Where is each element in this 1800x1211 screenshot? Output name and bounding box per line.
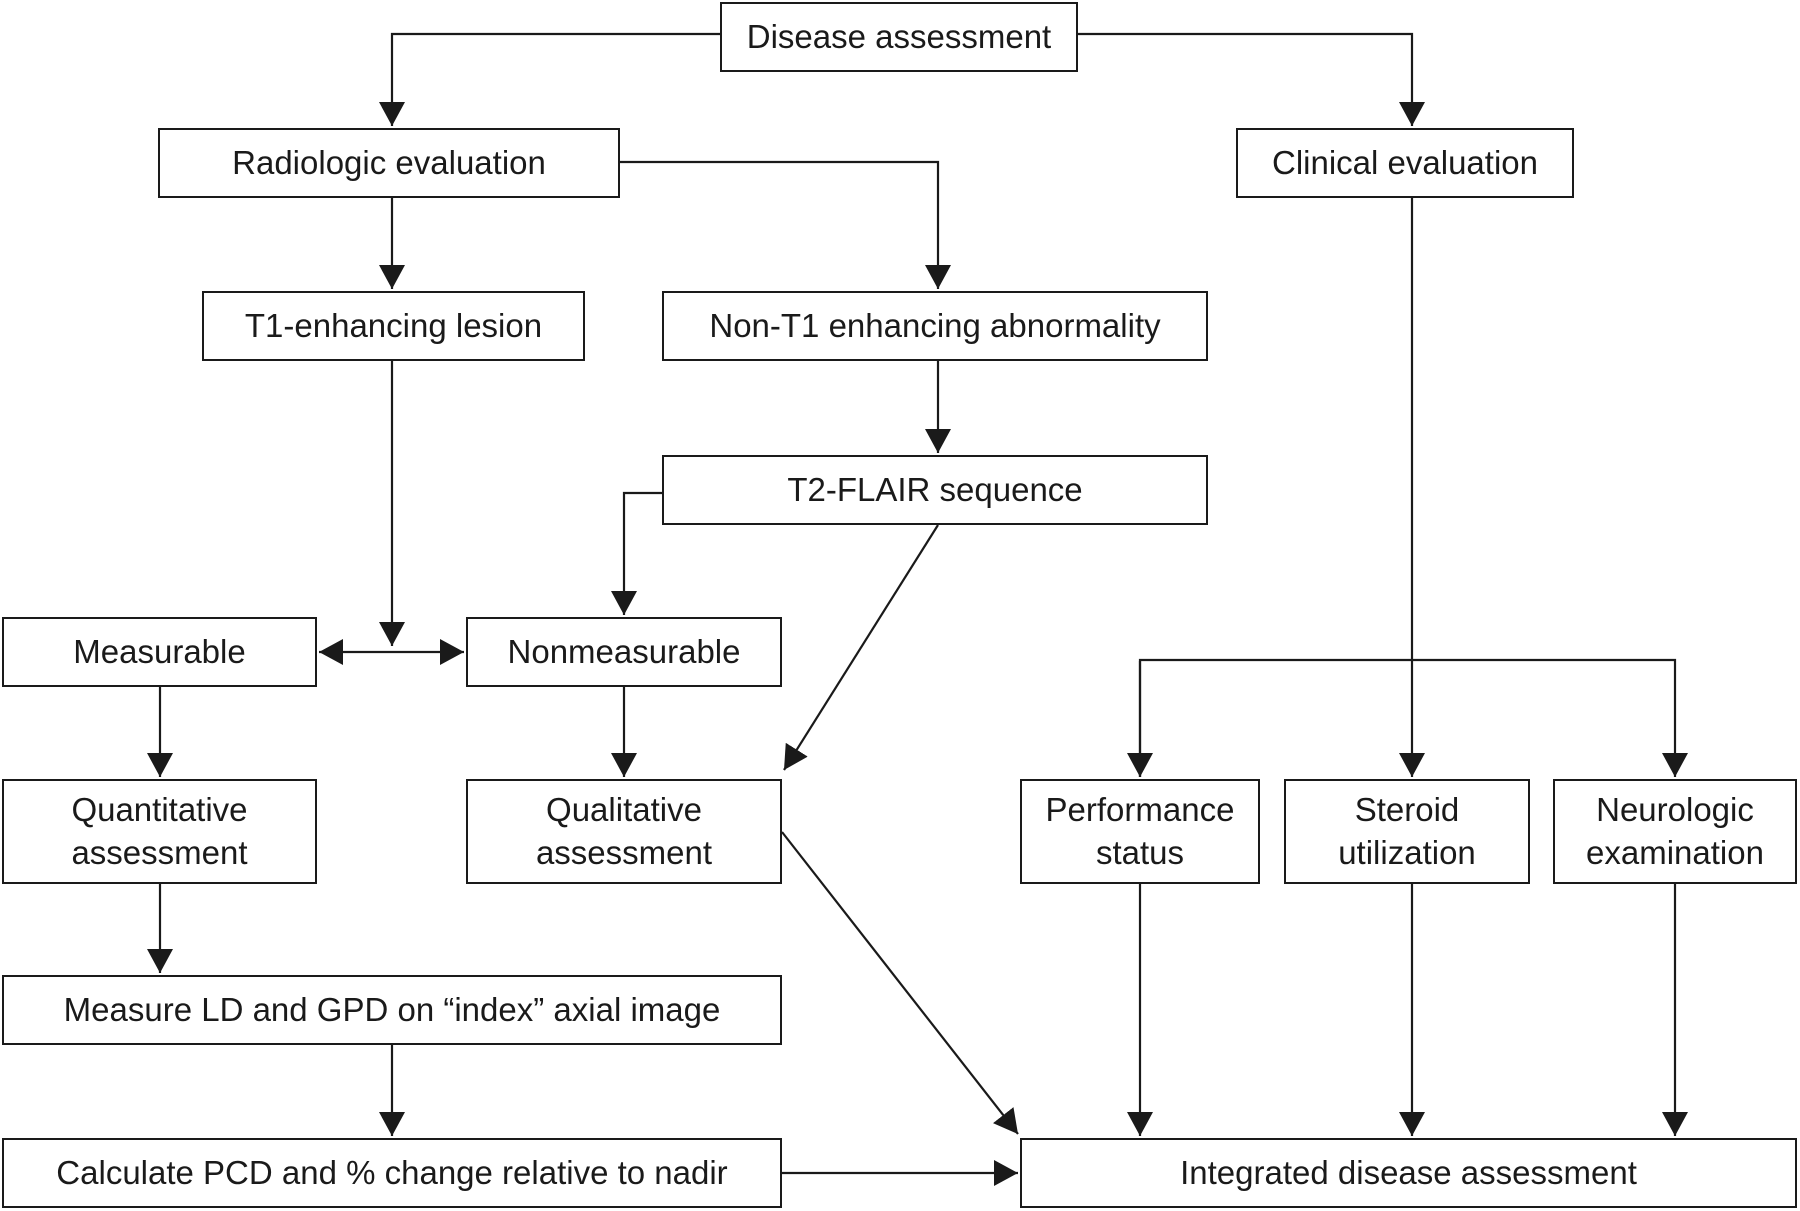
qualitative-assessment-label: Qualitative assessment <box>535 791 713 871</box>
qualitative-assessment-node: Qualitative assessment <box>466 779 782 884</box>
non-t1-enhancing-node: Non-T1 enhancing abnormality <box>662 291 1208 361</box>
neurologic-examination-label: Neurologic examination <box>1586 791 1764 871</box>
clinical-evaluation-node: Clinical evaluation <box>1236 128 1574 198</box>
quantitative-assessment-node: Quantitative assessment <box>2 779 317 884</box>
measure-ld-gpd-node: Measure LD and GPD on “index” axial imag… <box>2 975 782 1045</box>
t2-flair-node: T2-FLAIR sequence <box>662 455 1208 525</box>
t1-enhancing-lesion-node: T1-enhancing lesion <box>202 291 585 361</box>
steroid-utilization-label: Steroid utilization <box>1338 791 1476 871</box>
measurable-node: Measurable <box>2 617 317 687</box>
t1-enhancing-lesion-label: T1-enhancing lesion <box>244 306 543 344</box>
calculate-pcd-label: Calculate PCD and % change relative to n… <box>56 1153 728 1191</box>
nonmeasurable-node: Nonmeasurable <box>466 617 782 687</box>
integrated-assessment-node: Integrated disease assessment <box>1020 1138 1797 1208</box>
edge-clinical-branch <box>1138 658 1688 777</box>
edge-qualitative-to-integrated <box>781 831 1019 1135</box>
performance-status-node: Performance status <box>1020 779 1260 884</box>
measure-ld-gpd-label: Measure LD and GPD on “index” axial imag… <box>63 990 721 1028</box>
neurologic-examination-node: Neurologic examination <box>1553 779 1797 884</box>
radiologic-evaluation-label: Radiologic evaluation <box>232 143 546 181</box>
performance-status-label: Performance status <box>1045 791 1235 871</box>
edge-t2flair-to-qualitative <box>783 524 939 771</box>
disease-assessment-node: Disease assessment <box>720 2 1078 72</box>
radiologic-evaluation-node: Radiologic evaluation <box>158 128 620 198</box>
non-t1-enhancing-label: Non-T1 enhancing abnormality <box>709 306 1161 344</box>
t2-flair-label: T2-FLAIR sequence <box>787 470 1083 508</box>
edge-disease-to-radiologic <box>379 32 720 126</box>
clinical-evaluation-label: Clinical evaluation <box>1272 143 1538 181</box>
disease-assessment-label: Disease assessment <box>746 17 1052 55</box>
steroid-utilization-node: Steroid utilization <box>1284 779 1530 884</box>
edge-radiologic-to-nont1 <box>620 160 951 289</box>
integrated-assessment-label: Integrated disease assessment <box>1180 1153 1637 1191</box>
edge-disease-to-clinical <box>1078 32 1425 126</box>
nonmeasurable-label: Nonmeasurable <box>507 632 741 670</box>
calculate-pcd-node: Calculate PCD and % change relative to n… <box>2 1138 782 1208</box>
edge-t2flair-to-nonmeasurable <box>611 491 662 615</box>
measurable-label: Measurable <box>73 632 246 670</box>
quantitative-assessment-label: Quantitative assessment <box>71 791 248 871</box>
